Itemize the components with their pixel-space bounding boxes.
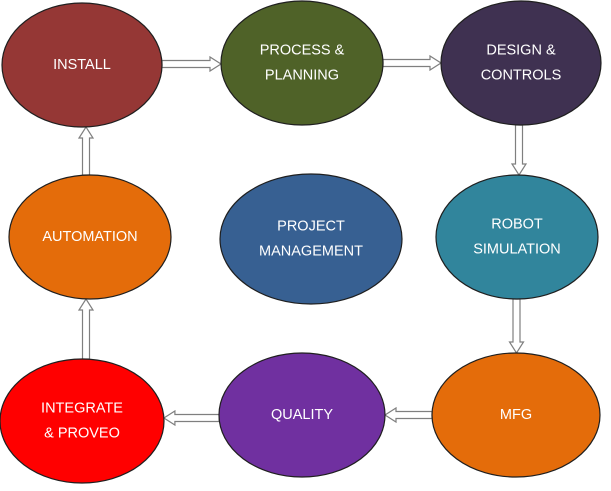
node-quality-label-line-1: QUALITY [271,407,333,423]
node-integrate-proveo-label-line-2: & PROVEO [44,425,120,441]
node-automation-label-line-1: AUTOMATION [42,229,137,245]
node-design-controls-label-line-2: CONTROLS [481,67,562,83]
node-process-planning-label-line-1: PROCESS & [260,42,345,58]
arrow-install-to-process-planning [161,55,223,73]
node-robot-simulation: ROBOT SIMULATION [435,174,599,300]
node-process-planning-label-line-2: PLANNING [265,67,339,83]
node-design-controls: DESIGN & CONTROLS [440,0,602,126]
arrow-integrate-proveo-to-automation [77,297,95,360]
node-install: INSTALL [1,2,163,128]
node-quality-shape [218,352,386,478]
node-design-controls-label-line-1: DESIGN & [486,42,556,58]
node-mfg-shape [431,352,601,478]
node-mfg: MFG [431,352,601,478]
node-mfg-label-line-1: MFG [500,407,532,423]
node-integrate-proveo-shape [0,358,165,484]
node-process-planning: PROCESS & PLANNING [220,0,384,126]
node-process-planning-shape [220,0,384,126]
node-design-controls-shape [440,0,602,126]
node-project-management-label-line-1: PROJECT [277,218,345,234]
node-install-label-line-1: INSTALL [53,57,111,73]
arrow-design-controls-to-robot-simulation [510,124,528,177]
node-install-shape [1,2,163,128]
arrow-automation-to-install [77,125,95,176]
node-integrate-proveo-label-line-1: INTEGRATE [41,400,123,416]
node-automation-shape [8,174,172,300]
node-quality: QUALITY [218,352,386,478]
node-robot-simulation-label-line-2: SIMULATION [473,241,561,257]
edges-layer [77,54,528,427]
arrow-process-planning-to-design-controls [382,54,443,72]
node-project-management: PROJECT MANAGEMENT [219,173,403,305]
arrow-quality-to-integrate-proveo [162,409,220,427]
node-integrate-proveo: INTEGRATE & PROVEO [0,358,165,484]
node-project-management-shape [219,173,403,305]
node-robot-simulation-shape [435,174,599,300]
arrow-robot-simulation-to-mfg [508,298,525,355]
arrow-mfg-to-quality [383,406,433,424]
nodes-layer: INSTALL PROCESS & PLANNING DESIGN & CONTROLS… [0,0,602,484]
node-automation: AUTOMATION [8,174,172,300]
node-robot-simulation-label-line-1: ROBOT [491,216,543,232]
node-project-management-label-line-2: MANAGEMENT [259,243,363,259]
